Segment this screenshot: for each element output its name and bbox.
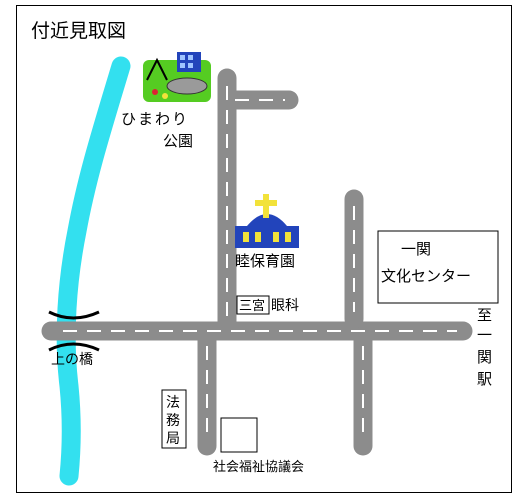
legal-bureau-char-3: 局 — [166, 431, 180, 447]
station-char-3: 関 — [477, 348, 492, 366]
clinic-sign-box — [236, 295, 270, 315]
river — [56, 56, 131, 486]
legal-bureau-box — [161, 389, 187, 449]
map-title: 付近見取図 — [31, 20, 127, 42]
bridge-label: 上の橋 — [51, 352, 93, 368]
map-frame: 付近見取図 — [16, 5, 512, 493]
welfare-council-label: 社会福祉協議会 — [213, 459, 304, 475]
station-char-1: 至 — [477, 306, 492, 324]
welfare-council-box — [220, 417, 258, 453]
road-markings — [63, 86, 457, 440]
station-char-4: 駅 — [477, 370, 492, 388]
map-canvas: ひまわり 公園 睦保育園 一関 文化センター 三宮 眼科 上の橋 法 務 局 社… — [41, 52, 499, 486]
nursery-icon — [235, 194, 299, 248]
legal-bureau-char-1: 法 — [166, 395, 180, 411]
nursery-label: 睦保育園 — [235, 252, 295, 270]
legal-bureau-char-2: 務 — [166, 413, 180, 429]
culture-center-label-line1: 一関 — [401, 240, 431, 258]
bridge-icon — [48, 310, 100, 352]
culture-center-box — [377, 230, 499, 304]
clinic-label: 眼科 — [271, 298, 299, 314]
clinic-sign: 三宮 — [239, 298, 265, 314]
station-char-2: 一 — [477, 326, 492, 344]
park-label-line2: 公園 — [163, 132, 193, 150]
park-label-line1: ひまわり — [121, 110, 189, 128]
culture-center-label-line2: 文化センター — [381, 267, 471, 285]
park-icon — [143, 52, 211, 102]
